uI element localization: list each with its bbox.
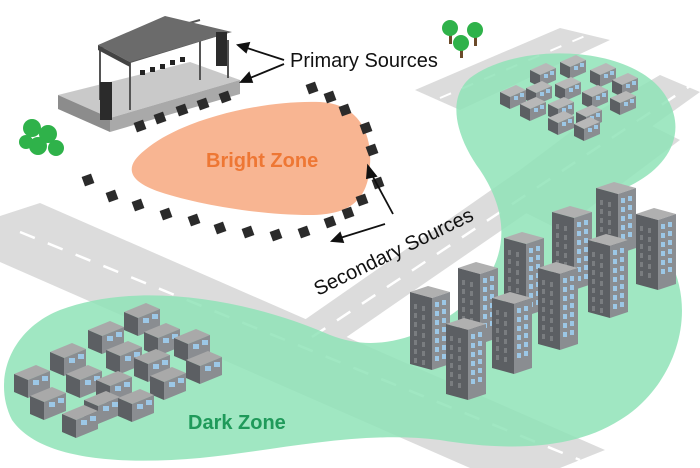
- road-diagonal-dash: [311, 84, 691, 339]
- arrow-secondary-2: [339, 223, 386, 239]
- speaker-icon: [81, 173, 95, 187]
- house-icon: [548, 111, 574, 135]
- speaker-icon: [131, 198, 145, 212]
- house-cluster-top: [500, 55, 638, 141]
- house-icon: [66, 365, 102, 398]
- apartment-tower-icon: [492, 292, 532, 374]
- house-icon: [14, 365, 50, 398]
- arrow-primary-2: [249, 63, 285, 79]
- house-icon: [124, 303, 160, 336]
- speaker-icon: [105, 189, 119, 203]
- speaker-icon: [305, 81, 319, 95]
- tree-cluster-icon: [442, 20, 483, 58]
- house-cluster-bottom: [14, 303, 222, 438]
- speaker-icon: [355, 193, 369, 207]
- speaker-icon: [359, 121, 373, 135]
- arrow-head-icon: [330, 231, 345, 244]
- house-icon: [560, 55, 586, 79]
- house-icon: [520, 97, 546, 121]
- speaker-icon: [196, 97, 210, 111]
- arrow-primary-1: [246, 47, 285, 61]
- tree-cluster-icon: [19, 119, 64, 156]
- house-icon: [150, 367, 186, 400]
- apartment-tower-icon: [410, 286, 450, 370]
- speaker-icon: [218, 90, 232, 104]
- speaker-icon: [341, 206, 355, 220]
- bright-zone-area: [131, 101, 371, 215]
- house-icon: [88, 321, 124, 354]
- house-icon: [610, 91, 636, 115]
- arrow-secondary-1: [371, 174, 394, 215]
- speaker-icon: [297, 225, 311, 239]
- speaker-icon: [159, 207, 173, 221]
- speaker-icon: [241, 225, 255, 239]
- concert-stage-icon: [58, 16, 240, 132]
- speaker-icon: [323, 90, 337, 104]
- house-icon: [574, 117, 600, 141]
- speaker-icon: [269, 228, 283, 242]
- speaker-icon: [133, 119, 147, 133]
- house-icon: [118, 389, 154, 422]
- speaker-icon: [338, 103, 352, 117]
- arrow-head-icon: [366, 163, 378, 180]
- apartment-tower-icon: [588, 234, 628, 318]
- apartment-tower-icon: [446, 318, 486, 400]
- bright-zone-label: Bright Zone: [206, 150, 318, 172]
- house-icon: [30, 387, 66, 420]
- house-icon: [555, 77, 581, 101]
- speaker-icon: [365, 143, 379, 157]
- house-icon: [500, 85, 526, 109]
- secondary-speakers: [81, 81, 385, 242]
- dark-zone-label: Dark Zone: [188, 412, 286, 434]
- arrows: [236, 41, 394, 244]
- speaker-icon: [153, 111, 167, 125]
- speaker-icon: [187, 213, 201, 227]
- apartment-towers: [410, 182, 676, 400]
- speaker-icon: [213, 221, 227, 235]
- house-icon: [186, 351, 222, 384]
- apartment-tower-icon: [636, 208, 676, 290]
- speaker-icon: [323, 215, 337, 229]
- house-icon: [582, 85, 608, 109]
- apartment-tower-icon: [538, 262, 578, 350]
- primary-sources-label: Primary Sources: [290, 50, 438, 72]
- house-icon: [62, 405, 98, 438]
- house-icon: [590, 63, 616, 87]
- speaker-icon: [175, 103, 189, 117]
- arrow-head-icon: [236, 41, 251, 54]
- arrow-head-icon: [238, 71, 254, 83]
